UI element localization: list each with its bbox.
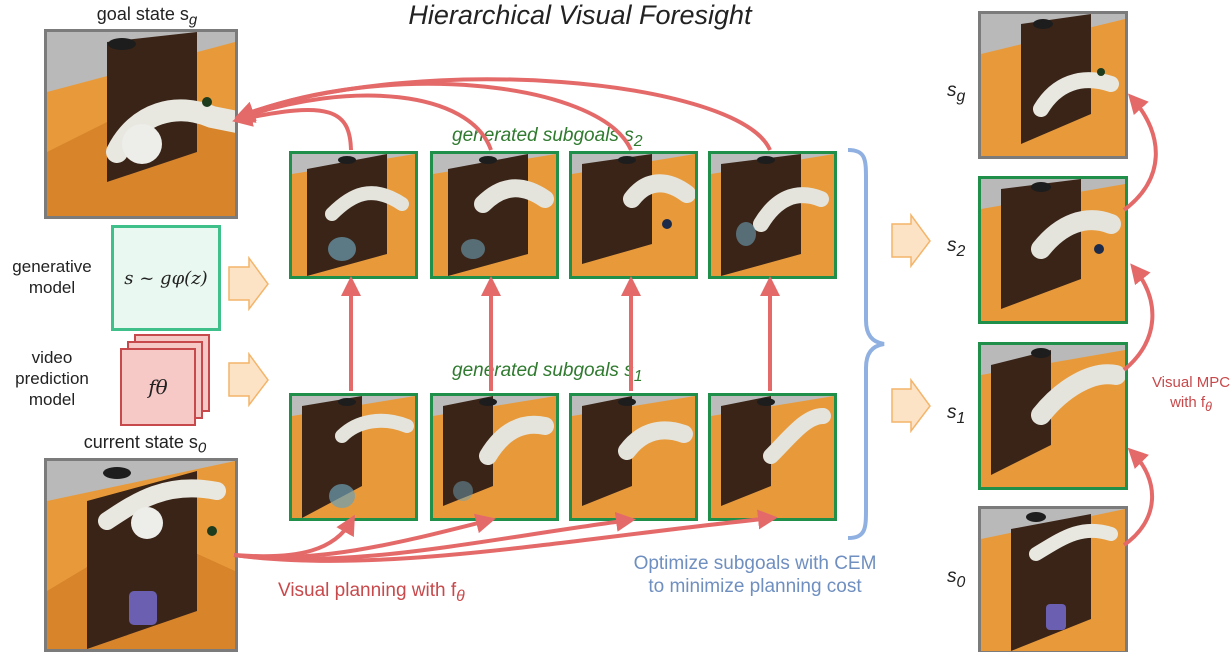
generative-model-label: generative model xyxy=(12,257,92,297)
right-label-s1: s1 xyxy=(947,402,966,427)
visual-mpc-label: Visual MPC with fθ xyxy=(1151,374,1231,414)
optimization-brace xyxy=(847,148,885,540)
chevron-arrow-s2 xyxy=(891,212,931,269)
video-prediction-model-label: video prediction model xyxy=(15,348,89,409)
current-state-label: current state s0 xyxy=(83,432,207,457)
right-state-s0-image xyxy=(978,506,1128,652)
goal-state-image xyxy=(44,29,238,219)
right-state-s1-image xyxy=(978,342,1128,490)
right-state-sg-image xyxy=(978,11,1128,159)
subgoal-s2-frame-1 xyxy=(289,151,418,279)
chevron-arrow-s1 xyxy=(891,377,931,434)
subgoal-s1-frame-1 xyxy=(289,393,418,521)
subgoal-s1-frame-3 xyxy=(569,393,698,521)
subgoals-s1-label: generated subgoals s1 xyxy=(452,360,643,385)
right-state-s2-image xyxy=(978,176,1128,324)
subgoal-s1-frame-2 xyxy=(430,393,559,521)
goal-state-label: goal state sg xyxy=(96,4,198,29)
right-label-s2: s2 xyxy=(947,235,966,260)
chevron-arrow-video xyxy=(228,351,269,408)
diagram-title: Hierarchical Visual Foresight xyxy=(408,0,752,30)
subgoal-s1-frame-4 xyxy=(708,393,837,521)
video-model-box: fθ xyxy=(120,348,196,426)
chevron-arrow-generative xyxy=(228,255,269,312)
right-label-s0: s0 xyxy=(947,566,966,591)
optimize-subgoals-label: Optimize subgoals with CEM to minimize p… xyxy=(633,553,877,597)
current-state-image xyxy=(44,458,238,652)
subgoal-s2-frame-3 xyxy=(569,151,698,279)
visual-planning-label: Visual planning with fθ xyxy=(278,580,465,605)
right-label-sg: sg xyxy=(947,80,966,105)
subgoal-s2-frame-2 xyxy=(430,151,559,279)
generative-model-box: s ~ gφ(z) xyxy=(111,225,221,331)
subgoals-s2-label: generated subgoals s2 xyxy=(452,125,643,150)
